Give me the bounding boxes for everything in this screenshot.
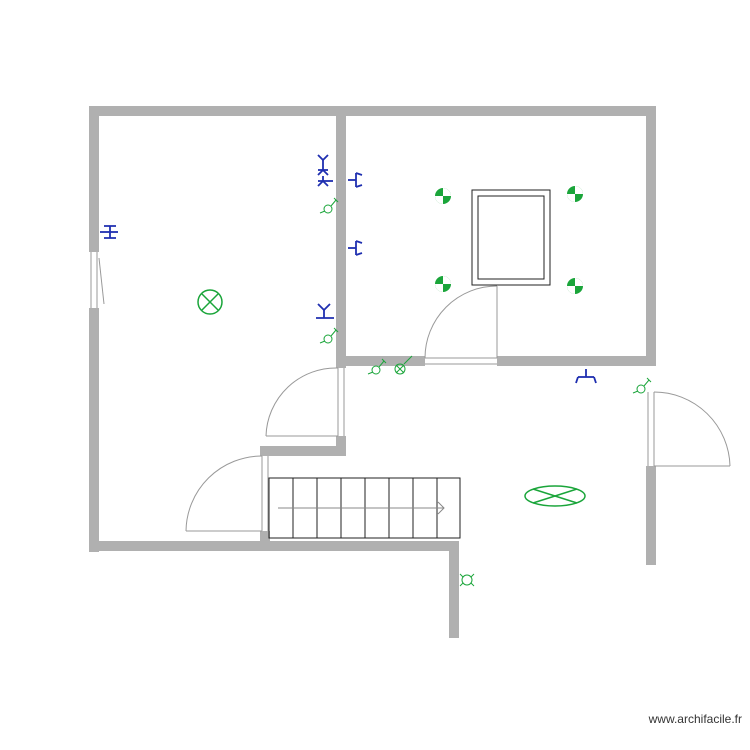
ceiling-light-corridor — [394, 355, 413, 375]
spot-light-1 — [435, 188, 451, 204]
switch-2 — [319, 327, 339, 344]
wall-bottom — [89, 541, 459, 551]
wall-middle-vertical — [336, 106, 346, 368]
wall-right-room-bottom-a — [336, 356, 425, 366]
wall-top — [89, 106, 656, 116]
door-lower-left — [185, 455, 270, 532]
wall-right-upper — [646, 106, 656, 364]
stair — [268, 477, 461, 539]
wall-right-room-bottom-b — [497, 356, 656, 366]
spot-light-4 — [567, 278, 583, 294]
ceiling-light-hall — [524, 485, 586, 507]
switch-4 — [632, 377, 652, 394]
watermark: www.archifacile.fr — [648, 712, 742, 726]
ceiling-light-left-room — [197, 289, 223, 315]
spot-light-2 — [567, 186, 583, 202]
spot-light-3 — [435, 276, 451, 292]
switch-5 — [459, 573, 475, 587]
switch-3 — [367, 358, 387, 375]
outlets — [100, 154, 597, 384]
door-right-room — [424, 285, 498, 366]
spot-lights — [435, 186, 583, 294]
table — [471, 189, 551, 286]
outlet-left-wall — [100, 225, 118, 239]
wall-bottom-vertical — [449, 541, 459, 638]
door-right-exterior — [646, 391, 731, 467]
switch-1 — [319, 197, 339, 214]
outlet-hall — [575, 369, 597, 384]
outlet-mid-3 — [348, 240, 363, 256]
wall-left — [89, 106, 99, 552]
wall-step — [260, 446, 346, 456]
outlet-mid-2 — [348, 172, 363, 188]
outlet-mid-4 — [316, 303, 334, 319]
outlet-mid-1 — [317, 154, 333, 187]
door-left-room — [265, 367, 346, 437]
window-left — [89, 252, 105, 308]
switches — [319, 197, 652, 587]
wall-right-lower — [646, 392, 656, 565]
